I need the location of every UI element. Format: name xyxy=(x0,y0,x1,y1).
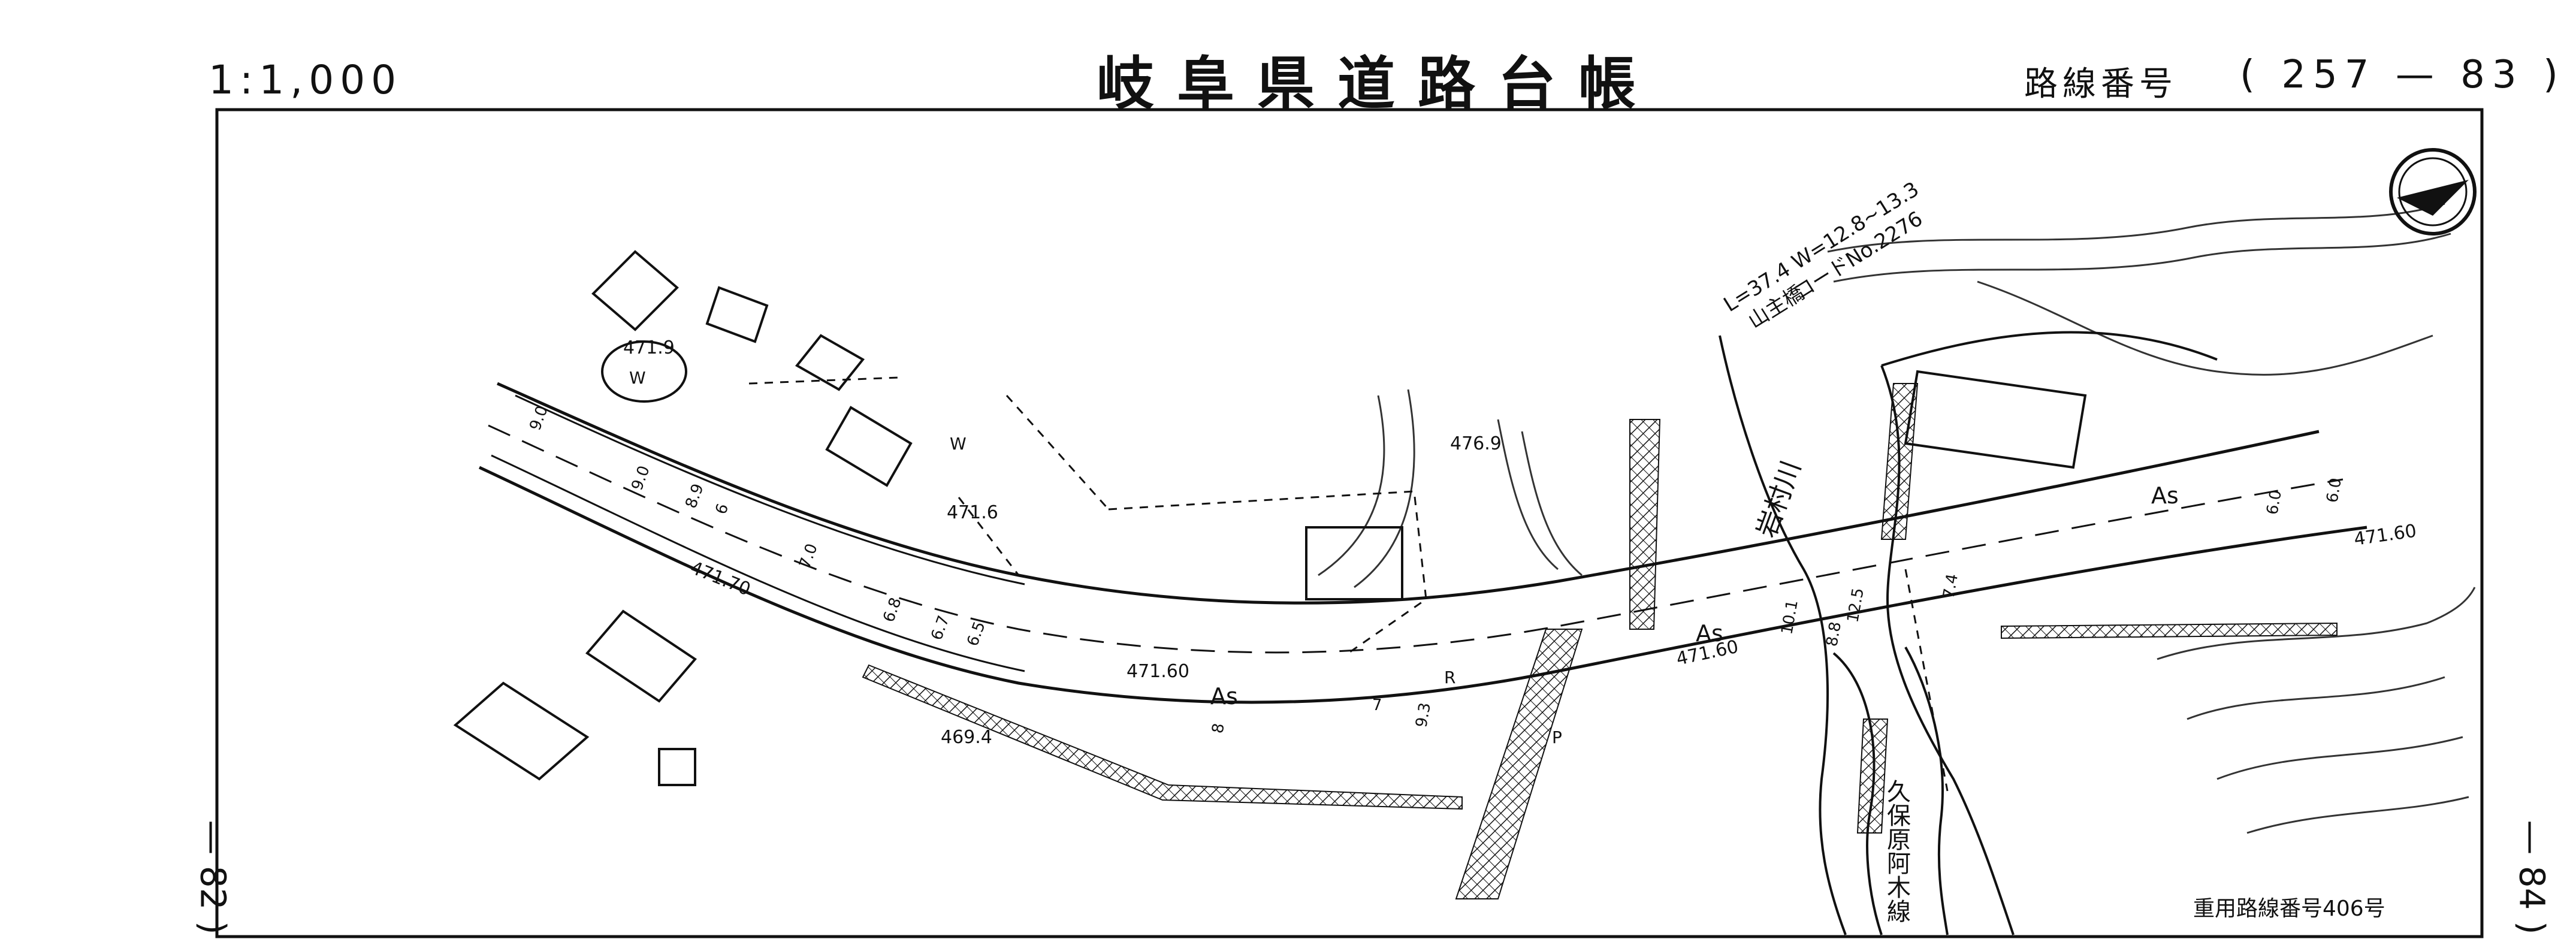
width-label: 9.0 xyxy=(526,403,551,433)
page-title: 岐阜県道路台帳 xyxy=(1097,50,1659,117)
route-number: ( 257 — 83 ) xyxy=(2240,53,2565,97)
width-label: 8.8 xyxy=(1823,620,1845,648)
width-label: 10.1 xyxy=(1778,599,1802,636)
map-labels: 471.9 471.6 471.70 471.60 471.60 471.60 … xyxy=(526,177,2418,923)
elevation-label: 471.9 xyxy=(623,337,675,358)
marker-label: W xyxy=(629,368,646,388)
terrain-contours xyxy=(1318,203,2476,834)
marker-label: W xyxy=(950,434,967,454)
map-frame xyxy=(215,108,2484,938)
width-label: 7.4 xyxy=(1940,572,1962,600)
north-arrow-icon xyxy=(2389,148,2477,236)
road-surface-label: As xyxy=(1696,620,1723,647)
crossing-road-name: 久保原阿木線 xyxy=(1883,779,1911,923)
width-label: 6.5 xyxy=(964,619,989,648)
width-label: 6 xyxy=(712,502,732,517)
width-label: 8.9 xyxy=(682,481,707,511)
elevation-label: 471.60 xyxy=(2352,521,2418,550)
road-surface-label: As xyxy=(1210,683,1238,709)
width-label: 6.0 xyxy=(2323,476,2345,504)
river-name: 岩村川 xyxy=(1751,457,1807,541)
width-label: 6.7 xyxy=(928,613,953,642)
road-centerline xyxy=(488,424,2344,654)
elevation-label: 471.6 xyxy=(947,502,998,523)
marker-label: P xyxy=(1552,727,1562,747)
elevation-label: 469.4 xyxy=(941,727,992,748)
width-label: 12.5 xyxy=(1844,587,1868,624)
road-surface-label: As xyxy=(2151,482,2179,509)
main-road xyxy=(478,382,2367,704)
elevation-label: 471.60 xyxy=(1127,661,1189,682)
elevation-label: 476.9 xyxy=(1450,433,1502,454)
width-label: 7.0 xyxy=(796,541,821,570)
width-label: 9.3 xyxy=(1412,701,1435,729)
retaining-walls xyxy=(862,383,2338,899)
road-shoulders xyxy=(491,394,1025,672)
property-lines xyxy=(748,376,1949,792)
marker-label: R xyxy=(1444,668,1455,687)
width-label: 6.0 xyxy=(2263,488,2285,516)
width-label: 7 xyxy=(1372,696,1382,714)
map-scale: 1:1,000 xyxy=(209,57,403,103)
emergency-route-note: 重用路線番号406号 xyxy=(2193,896,2385,921)
width-label: 8 xyxy=(1209,722,1228,735)
width-label: 9.0 xyxy=(628,463,653,493)
buildings xyxy=(453,250,2087,786)
route-label: 路線番号 xyxy=(2024,65,2178,104)
